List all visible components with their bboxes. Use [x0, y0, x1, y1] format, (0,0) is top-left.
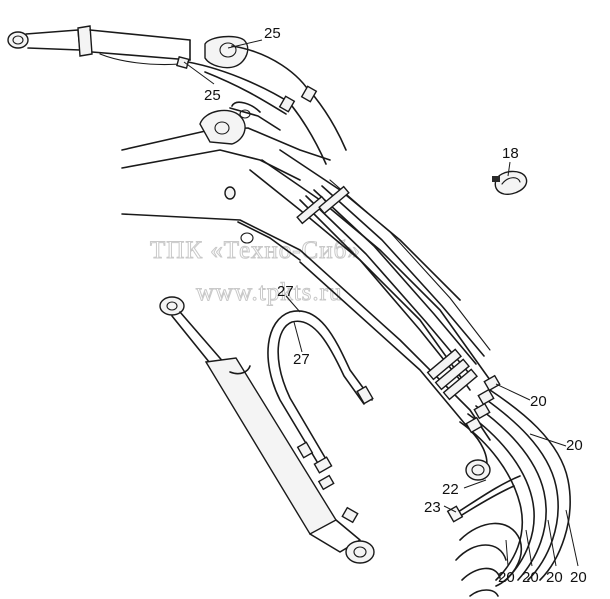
- bucket-cylinder: [159, 296, 375, 564]
- callout-27-bottom: 27: [293, 351, 310, 368]
- hose-clamp-18: [492, 170, 528, 195]
- callout-20-right-lower: 20: [566, 437, 583, 454]
- boom-frame: [121, 101, 491, 391]
- callout-27-top: 27: [277, 283, 294, 300]
- callout-labels: 25 25 18 27 27 20 20 22 23 20 20 20 20: [204, 25, 587, 586]
- boom-cylinder-top: [7, 25, 249, 69]
- callout-20-right-upper: 20: [530, 393, 547, 410]
- callout-23: 23: [424, 499, 441, 516]
- hose-loops-20: [455, 374, 571, 597]
- callout-20-bottom-2: 20: [522, 569, 539, 586]
- watermark-company: ТПК «Техно-Сиб»: [150, 237, 361, 264]
- callout-20-bottom-4: 20: [570, 569, 587, 586]
- callout-22: 22: [442, 481, 459, 498]
- callout-25-top: 25: [264, 25, 281, 42]
- u-hose-27: [267, 310, 374, 491]
- callout-20-bottom-1: 20: [498, 569, 515, 586]
- hose-pair-25: [187, 45, 347, 165]
- callout-18: 18: [502, 145, 519, 162]
- watermark-website: www.tpkts.ru: [196, 279, 343, 306]
- hose-bundle: [296, 179, 491, 401]
- callout-25-bottom: 25: [204, 87, 221, 104]
- callout-20-bottom-3: 20: [546, 569, 563, 586]
- arm-frame: [121, 213, 491, 481]
- leader-lines: [183, 39, 579, 567]
